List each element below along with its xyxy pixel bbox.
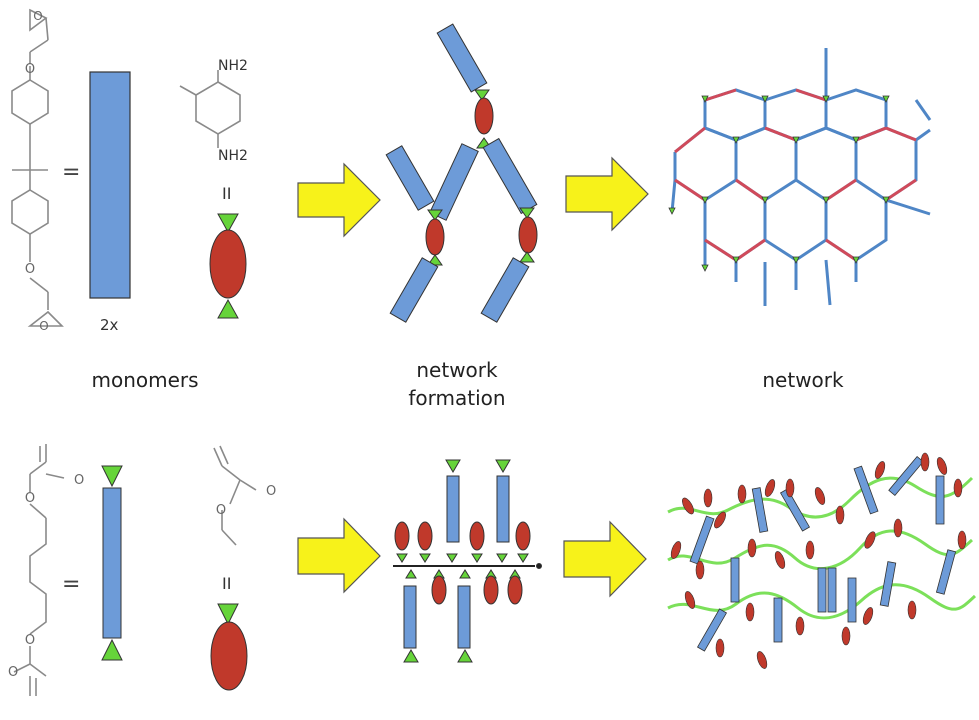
yellow-arrow-icon bbox=[565, 156, 649, 232]
diacrylate-structure-icon bbox=[13, 444, 65, 696]
amine-node-icon bbox=[209, 213, 247, 319]
diamine-structure-icon bbox=[179, 70, 241, 148]
honeycomb-network bbox=[668, 48, 932, 306]
tangled-network bbox=[667, 452, 977, 669]
oxygen-label: O bbox=[25, 262, 35, 277]
oxygen-label: O bbox=[8, 665, 18, 680]
oxygen-label: O bbox=[33, 9, 42, 23]
crosslinker-icon bbox=[101, 465, 123, 661]
oxygen-label: O bbox=[25, 62, 35, 77]
yellow-arrow-icon bbox=[297, 162, 381, 238]
network-formation-bottom bbox=[393, 459, 542, 663]
parallel-sign: II bbox=[222, 574, 232, 593]
nh2-lower-label: NH2 bbox=[218, 148, 248, 164]
multiplier-label: 2x bbox=[100, 316, 119, 334]
network-label: network bbox=[762, 368, 844, 392]
acrylate-node-icon bbox=[210, 603, 248, 691]
epoxy-segment-rect bbox=[89, 71, 131, 299]
network-formation-label-line2: formation bbox=[408, 386, 506, 410]
acrylate-structure-icon bbox=[213, 445, 257, 546]
epoxy-monomer-structure-icon bbox=[11, 8, 64, 327]
oxygen-label: O bbox=[74, 473, 84, 488]
oxygen-label: O bbox=[25, 491, 35, 506]
yellow-arrow-icon bbox=[563, 520, 647, 598]
parallel-sign: II bbox=[222, 184, 232, 203]
equals-sign: = bbox=[62, 572, 81, 597]
oxygen-label: O bbox=[25, 633, 35, 648]
network-formation-label-line1: network bbox=[416, 358, 498, 382]
network-formation-top bbox=[385, 23, 538, 323]
monomers-label: monomers bbox=[91, 368, 199, 392]
oxygen-label: O bbox=[216, 503, 226, 518]
oxygen-label: O bbox=[266, 484, 276, 499]
oxygen-label: O bbox=[39, 319, 48, 333]
nh2-upper-label: NH2 bbox=[218, 58, 248, 74]
equals-sign: = bbox=[62, 160, 81, 185]
yellow-arrow-icon bbox=[297, 517, 381, 594]
